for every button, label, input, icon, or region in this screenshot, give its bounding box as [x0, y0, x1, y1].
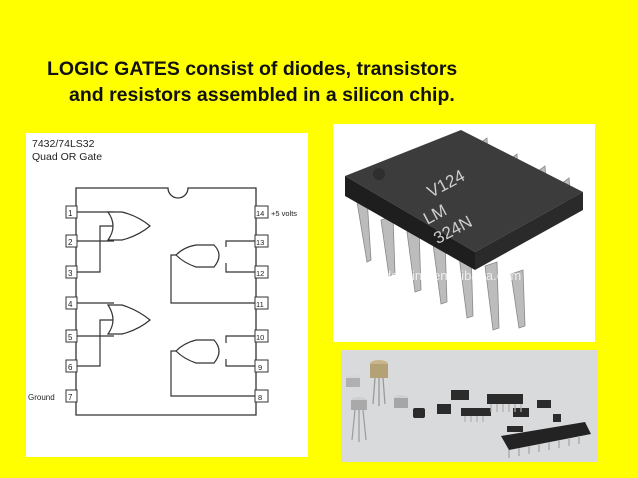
chip-body-top: [345, 130, 583, 252]
ground-label: Ground: [28, 393, 55, 402]
pin-label-4: 4: [68, 300, 73, 309]
or-gate-1: [77, 211, 151, 273]
transistor-cans: [346, 360, 408, 442]
pin-box: [254, 205, 269, 219]
pin1-dimple: [373, 168, 385, 180]
small-ics: [413, 390, 561, 432]
or-gate-2: [77, 302, 151, 367]
or-gate-3: [170, 240, 255, 304]
pin-label-6: 6: [68, 363, 73, 372]
pin-label-7: 7: [68, 393, 73, 402]
chip-body-front: [475, 192, 583, 270]
slide-title-line-1: LOGIC GATES consist of diodes, transisto…: [47, 58, 458, 80]
chip-description-label: Quad OR Gate: [32, 151, 102, 163]
or-gate-4: [170, 335, 255, 397]
right-pins: 14 13 12 11 10 9 8: [254, 205, 269, 403]
pin-label-5: 5: [68, 333, 73, 342]
pin-label-10: 10: [256, 333, 264, 342]
vcc-label: +5 volts: [271, 209, 297, 218]
slide-title-line-2: and resistors assembled in a silicon chi…: [69, 84, 455, 106]
pin-label-11: 11: [256, 300, 264, 309]
pin-box: [65, 389, 78, 403]
slide-title: LOGIC GATES consist of diodes, transisto…: [47, 56, 567, 108]
pin-label-8: 8: [258, 393, 262, 402]
left-pins: 1 2 3 4 5 6 7: [65, 205, 78, 403]
part-number-label: 7432/74LS32: [32, 138, 95, 150]
or-gate-pinout-diagram: 7432/74LS32 Quad OR Gate 1 2 3 4 5 6 7: [26, 133, 308, 457]
chip-body-side: [345, 176, 475, 270]
photo-watermark: fudeshine.en.alibaba.com: [373, 268, 521, 283]
pin-label-3: 3: [68, 269, 73, 278]
ic-outline: [75, 187, 257, 416]
lm324n-chip-photo: V124 LM 324N fudeshine.en.alibaba.com: [333, 124, 595, 342]
pin-label-1: 1: [68, 209, 73, 218]
ic-legs: [464, 404, 522, 422]
pin-label-13: 13: [256, 238, 264, 247]
components-photo: [341, 350, 598, 462]
pin-label-14: 14: [256, 209, 264, 218]
pin-label-12: 12: [256, 269, 264, 278]
large-dip-chip: [501, 422, 591, 458]
pin-label-9: 9: [258, 363, 262, 372]
pin-label-2: 2: [68, 238, 73, 247]
